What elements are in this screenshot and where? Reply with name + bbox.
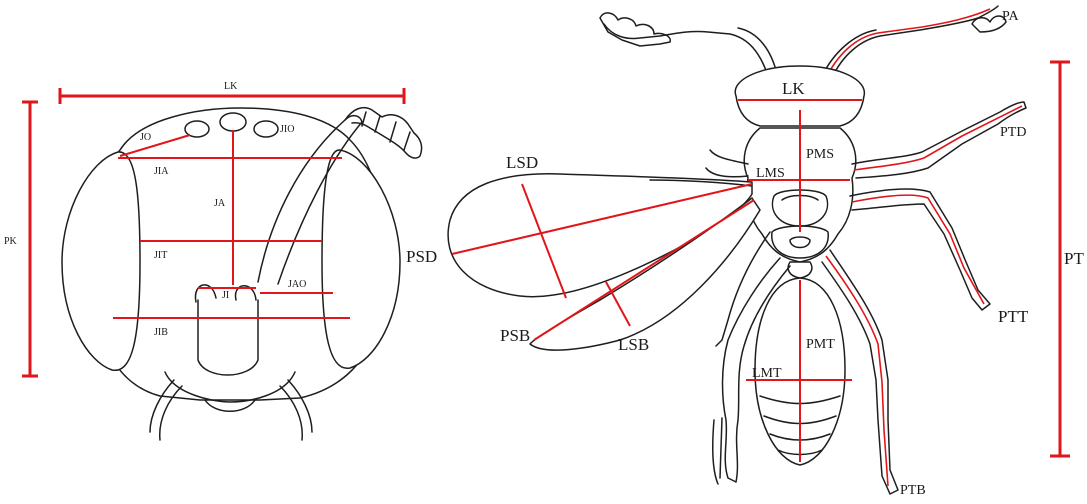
label-lk-head: LK (224, 81, 238, 92)
label-lmt: LMT (752, 366, 782, 381)
label-lk-body: LK (782, 79, 805, 98)
label-pt: PT (1064, 249, 1084, 268)
label-psd: PSD (406, 247, 437, 266)
label-ja: JA (214, 198, 226, 209)
petiole (788, 262, 812, 278)
label-ptd: PTD (1000, 125, 1026, 140)
body-figure: PA LK PTD PMS LMS LSD PSD PSB LSB PMT LM… (406, 6, 1084, 498)
left-fore-leg (706, 150, 748, 177)
right-ocellus (254, 121, 278, 137)
label-ji: JI (222, 290, 229, 301)
label-psb: PSB (500, 326, 530, 345)
antenna-segments (362, 112, 410, 150)
label-jia: JIA (154, 166, 169, 177)
head-figure: LK PK JO JIO JIA JA JIT JAO JI JIB (4, 81, 422, 440)
label-ptt: PTT (998, 307, 1029, 326)
right-antenna-club (972, 16, 1006, 32)
label-jao: JAO (288, 279, 306, 290)
left-antenna-club (600, 13, 670, 46)
right-antenna-trace (826, 9, 990, 78)
label-pa: PA (1002, 9, 1020, 24)
right-compound-eye (322, 150, 400, 368)
label-jo: JO (140, 132, 151, 143)
label-ptb: PTB (900, 483, 926, 498)
left-hind-tarsus (713, 418, 722, 484)
label-jio: JIO (280, 124, 294, 135)
right-mid-leg-trace (852, 195, 984, 304)
label-pms: PMS (806, 147, 834, 162)
label-lsd: LSD (506, 153, 538, 172)
left-antenna (604, 24, 778, 78)
label-jib: JIB (154, 327, 168, 338)
left-compound-eye (62, 152, 140, 370)
label-pk: PK (4, 236, 18, 247)
label-pmt: PMT (806, 337, 835, 352)
label-lms: LMS (756, 166, 785, 181)
right-antenna (822, 6, 998, 78)
median-ocellus (220, 113, 246, 131)
right-mid-leg (850, 189, 990, 310)
label-lsb: LSB (618, 335, 649, 354)
label-jit: JIT (154, 250, 167, 261)
